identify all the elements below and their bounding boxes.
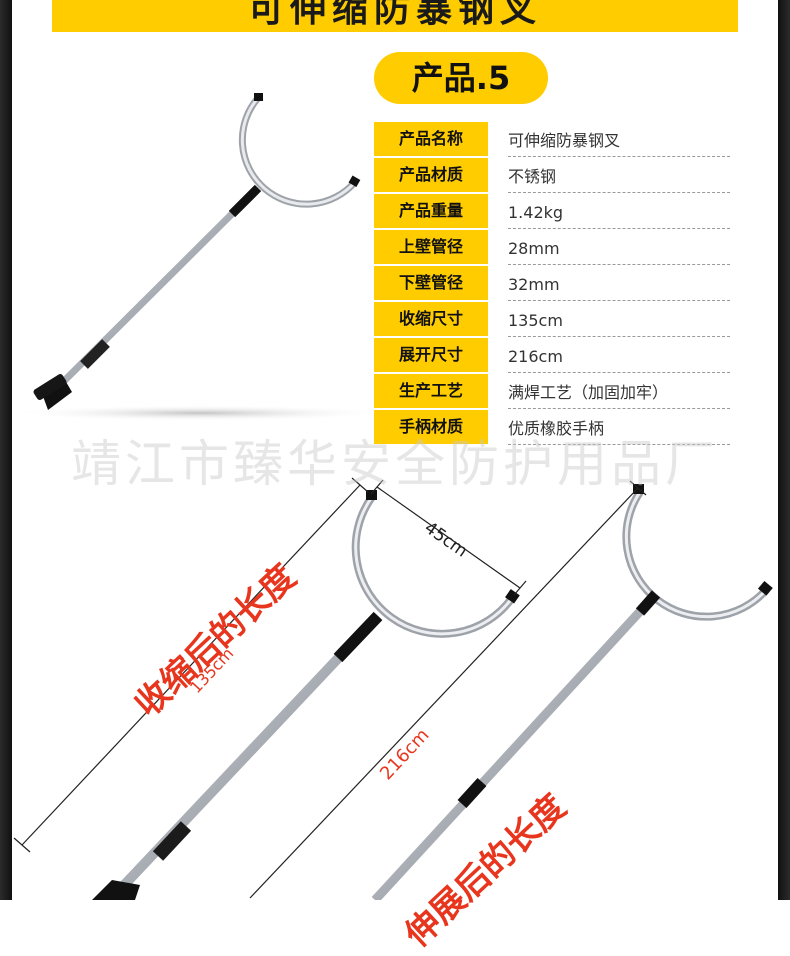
spec-value: 216cm [508, 338, 730, 373]
product-illustration [10, 93, 773, 900]
left-dark-edge [0, 0, 12, 900]
product-number-badge: 产品.5 [374, 52, 548, 104]
dimension-lines [13, 477, 647, 899]
spec-row: 下壁管径 32mm [374, 266, 730, 302]
spec-row: 手柄材质优质橡胶手柄 [374, 410, 730, 446]
spec-key: 收缩尺寸 [374, 302, 488, 336]
spec-value: 1.42kg [508, 194, 730, 229]
spec-row: 收缩尺寸 135cm [374, 302, 730, 338]
spec-row: 产品重量 1.42kg [374, 194, 730, 230]
spec-value: 不锈钢 [508, 158, 730, 193]
spec-key: 产品名称 [374, 122, 488, 156]
spec-key: 生产工艺 [374, 374, 488, 408]
banner-title: 可伸缩防暴钢叉 [247, 0, 542, 30]
spec-key: 产品重量 [374, 194, 488, 228]
spec-row: 产品材质不锈钢 [374, 158, 730, 194]
spec-value: 可伸缩防暴钢叉 [508, 122, 730, 157]
right-dark-edge [778, 0, 790, 900]
spec-row: 生产工艺满焊工艺（加固加牢） [374, 374, 730, 410]
spec-value: 优质橡胶手柄 [508, 410, 730, 445]
spec-key: 展开尺寸 [374, 338, 488, 372]
fork-product-image [10, 93, 390, 421]
spec-key: 上壁管径 [374, 230, 488, 264]
spec-key: 手柄材质 [374, 410, 488, 444]
spec-key: 产品材质 [374, 158, 488, 192]
spec-row: 产品名称可伸缩防暴钢叉 [374, 122, 730, 158]
retracted-fork-image [92, 490, 520, 900]
spec-key: 下壁管径 [374, 266, 488, 300]
extended-fork-image [371, 484, 773, 900]
spec-value: 满焊工艺（加固加牢） [508, 374, 730, 409]
spec-row: 展开尺寸 216cm [374, 338, 730, 374]
spec-row: 上壁管径 28mm [374, 230, 730, 266]
top-title-banner: 可伸缩防暴钢叉 [52, 0, 738, 32]
spec-value: 135cm [508, 302, 730, 337]
spec-value: 32mm [508, 266, 730, 301]
company-watermark: 靖江市臻华安全防护用品厂 [71, 435, 719, 493]
spec-value: 28mm [508, 230, 730, 265]
